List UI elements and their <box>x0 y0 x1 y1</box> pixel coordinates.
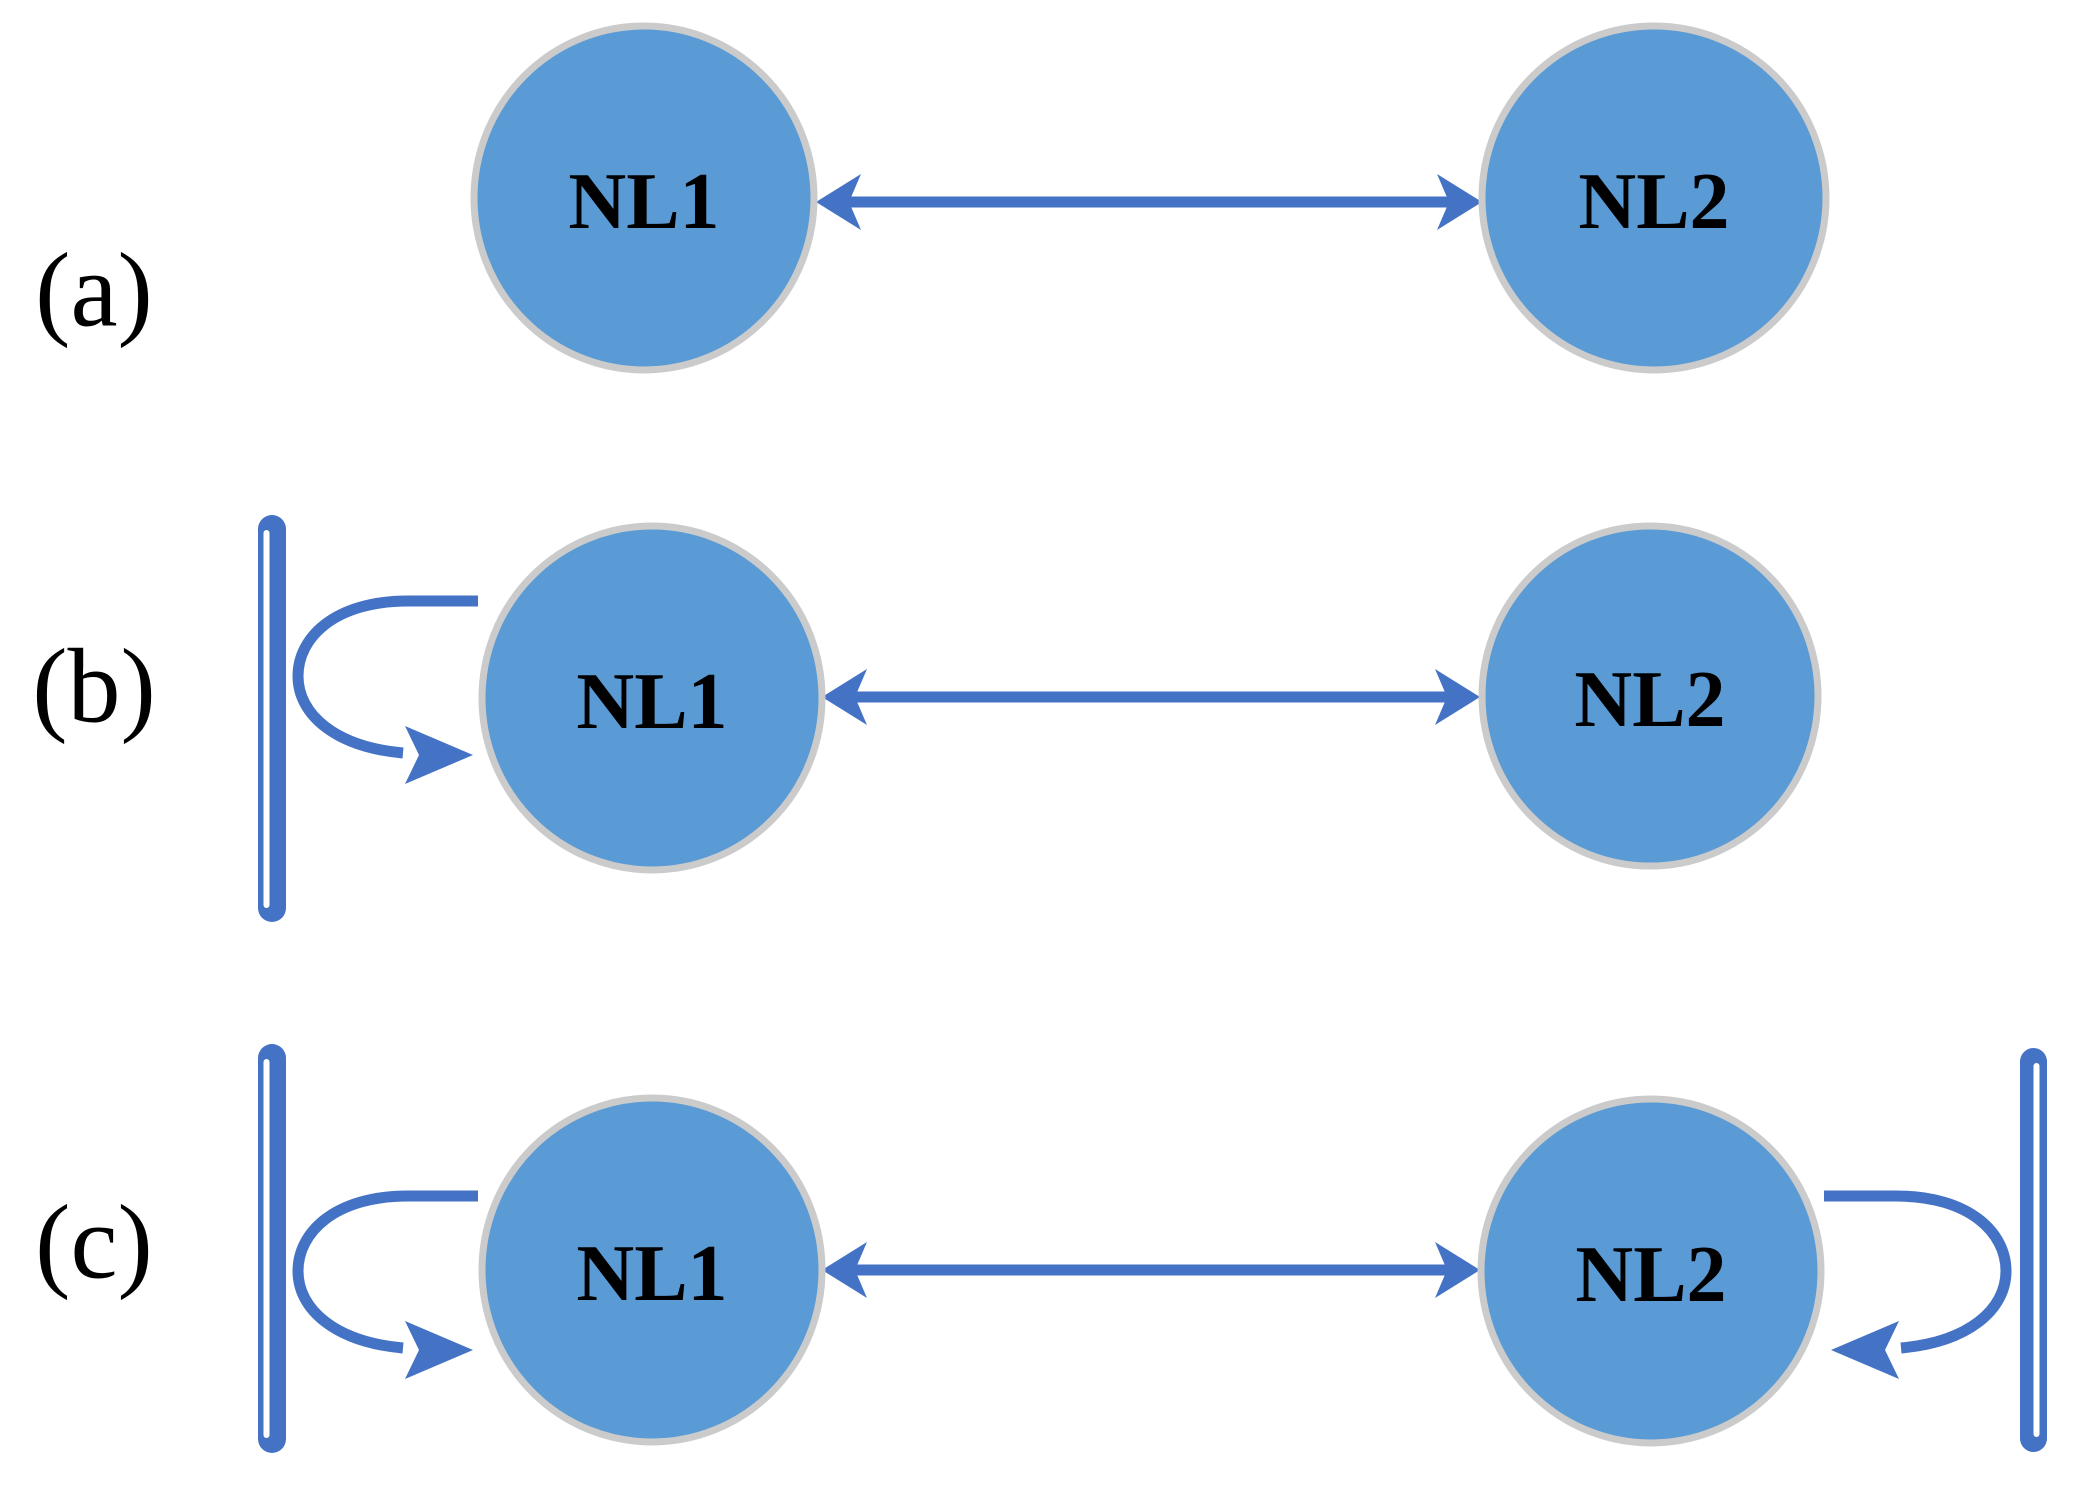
arrowhead-left-icon <box>822 1242 867 1298</box>
wall-stripe <box>263 1059 270 1438</box>
panel-b-label: (b) <box>32 628 156 745</box>
panel-a-double-arrow <box>816 174 1482 230</box>
node-label: NL2 <box>1575 1231 1726 1319</box>
wall-stripe <box>263 530 270 908</box>
node-circle <box>478 522 826 874</box>
panel-c-label: (c) <box>35 1184 153 1301</box>
arrowhead-right-icon <box>1435 1242 1480 1298</box>
panel-b-self-loop-nl1 <box>292 595 478 784</box>
panel-c-left-mirror-wall <box>258 1044 286 1453</box>
node-label: NL1 <box>568 158 719 246</box>
wall-bar <box>258 1044 286 1453</box>
panel-a-node-nl1: NL1 <box>470 22 818 374</box>
node-label: NL1 <box>576 1230 727 1318</box>
self-loop-arrowhead-icon <box>405 726 473 784</box>
node-circle <box>470 22 818 374</box>
panel-c: (c) NL1 NL2 <box>35 1044 2047 1453</box>
self-loop-arrowhead-icon <box>1831 1321 1899 1379</box>
node-label: NL2 <box>1578 158 1729 246</box>
arrowhead-right-icon <box>1437 174 1482 230</box>
self-loop-arc <box>1824 1190 2012 1354</box>
panel-a: (a) NL1 NL2 <box>35 22 1830 374</box>
panel-b-left-mirror-wall <box>258 515 286 922</box>
panel-a-node-nl2: NL2 <box>1478 22 1830 374</box>
node-label: NL2 <box>1574 656 1725 744</box>
panel-b: (b) NL1 NL2 <box>32 515 1822 922</box>
self-loop-arc <box>292 1190 478 1354</box>
panel-c-node-nl2: NL2 <box>1477 1095 1825 1447</box>
panel-c-self-loop-nl2 <box>1824 1190 2012 1379</box>
node-circle <box>1478 22 1830 374</box>
panel-b-double-arrow <box>822 669 1480 725</box>
node-circle <box>478 1094 826 1446</box>
wall-stripe <box>2033 1063 2040 1437</box>
panel-c-double-arrow <box>822 1242 1480 1298</box>
panel-b-node-nl2: NL2 <box>1478 522 1822 870</box>
arrowhead-right-icon <box>1435 669 1480 725</box>
panel-a-label: (a) <box>35 232 153 349</box>
arrowhead-left-icon <box>816 174 861 230</box>
node-label: NL1 <box>576 658 727 746</box>
self-loop-arc <box>292 595 478 759</box>
wall-bar <box>258 515 286 922</box>
self-loop-arrowhead-icon <box>405 1321 473 1379</box>
node-circle <box>1478 522 1822 870</box>
panel-c-node-nl1: NL1 <box>478 1094 826 1446</box>
panel-b-node-nl1: NL1 <box>478 522 826 874</box>
arrowhead-left-icon <box>822 669 867 725</box>
panel-c-right-mirror-wall <box>2020 1048 2047 1452</box>
panel-c-self-loop-nl1 <box>292 1190 478 1379</box>
node-circle <box>1477 1095 1825 1447</box>
